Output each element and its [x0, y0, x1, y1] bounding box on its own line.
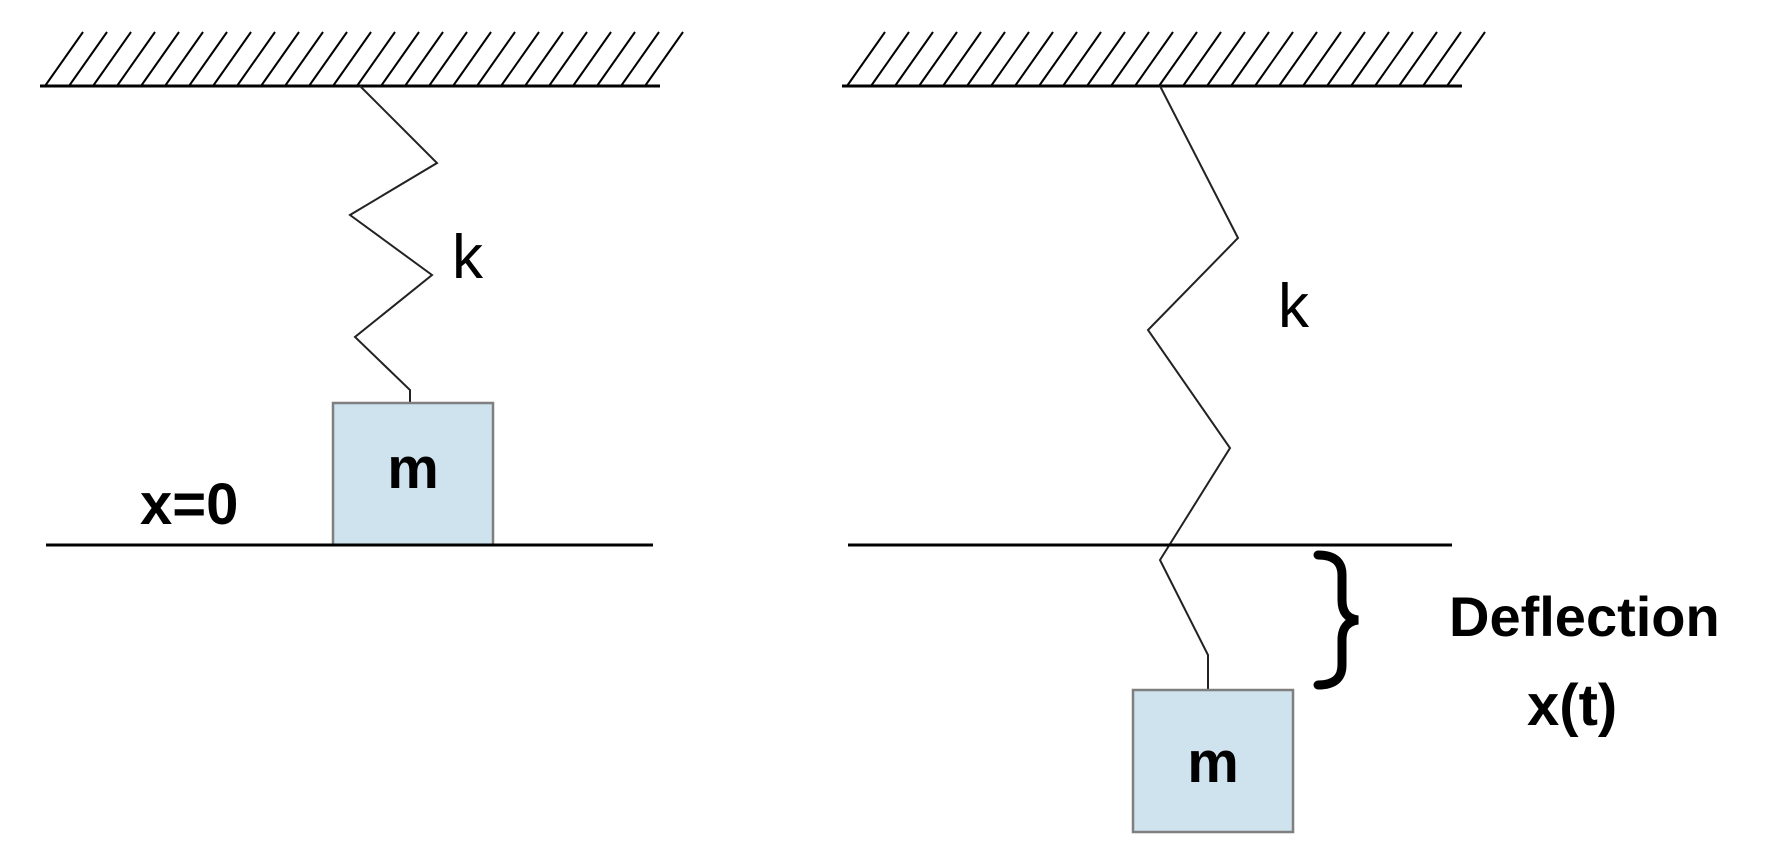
hatch-mark: [572, 31, 612, 87]
deflection-brace: [1313, 550, 1359, 690]
right-ceiling-hatching: [846, 31, 1486, 87]
hatch-mark: [918, 31, 958, 87]
hatch-mark: [500, 31, 540, 87]
hatch-mark: [990, 31, 1030, 87]
hatch-mark: [524, 31, 564, 87]
hatch-mark: [44, 31, 84, 87]
hatch-mark: [1302, 31, 1342, 87]
hatch-mark: [380, 31, 420, 87]
deflection-symbol: x(t): [1527, 673, 1617, 738]
hatch-mark: [870, 31, 910, 87]
hatch-mark: [404, 31, 444, 87]
hatch-mark: [164, 31, 204, 87]
hatch-mark: [1326, 31, 1366, 87]
position-label: x=0: [140, 472, 238, 537]
hatch-mark: [68, 31, 108, 87]
hatch-mark: [1134, 31, 1174, 87]
right-spring-label: k: [1278, 272, 1310, 341]
hatch-mark: [1206, 31, 1246, 87]
hatch-mark: [212, 31, 252, 87]
hatch-mark: [1062, 31, 1102, 87]
hatch-mark: [452, 31, 492, 87]
hatch-mark: [116, 31, 156, 87]
hatch-mark: [620, 31, 660, 87]
hatch-mark: [966, 31, 1006, 87]
hatch-mark: [356, 31, 396, 87]
right-panel: k Deflection x(t) m: [842, 31, 1720, 834]
hatch-mark: [1014, 31, 1054, 87]
left-ceiling: [40, 31, 684, 88]
right-mass-label: m: [1187, 730, 1239, 795]
hatch-mark: [92, 31, 132, 87]
hatch-mark: [428, 31, 468, 87]
hatch-mark: [1422, 31, 1462, 87]
left-ceiling-hatching: [44, 31, 684, 87]
hatch-mark: [1278, 31, 1318, 87]
left-panel: k m x=0: [40, 31, 684, 547]
hatch-mark: [1158, 31, 1198, 87]
deflection-label: Deflection: [1449, 585, 1720, 648]
hatch-mark: [308, 31, 348, 87]
hatch-mark: [1446, 31, 1486, 87]
left-spring-label: k: [452, 223, 484, 292]
left-spring: [348, 85, 439, 405]
right-ceiling: [842, 31, 1486, 88]
hatch-mark: [140, 31, 180, 87]
hatch-mark: [260, 31, 300, 87]
hatch-mark: [1254, 31, 1294, 87]
hatch-mark: [1350, 31, 1390, 87]
hatch-mark: [942, 31, 982, 87]
hatch-mark: [284, 31, 324, 87]
hatch-mark: [1182, 31, 1222, 87]
hatch-mark: [548, 31, 588, 87]
hatch-mark: [332, 31, 372, 87]
hatch-mark: [1110, 31, 1150, 87]
hatch-mark: [596, 31, 636, 87]
hatch-mark: [1374, 31, 1414, 87]
hatch-mark: [1038, 31, 1078, 87]
hatch-mark: [1398, 31, 1438, 87]
right-mass-box: [1131, 688, 1295, 834]
right-spring: [1146, 85, 1240, 690]
hatch-mark: [1086, 31, 1126, 87]
hatch-mark: [236, 31, 276, 87]
hatch-mark: [846, 31, 886, 87]
hatch-mark: [644, 31, 684, 87]
hatch-mark: [1230, 31, 1270, 87]
hatch-mark: [476, 31, 516, 87]
hatch-mark: [894, 31, 934, 87]
hatch-mark: [188, 31, 228, 87]
left-mass-label: m: [387, 436, 439, 501]
